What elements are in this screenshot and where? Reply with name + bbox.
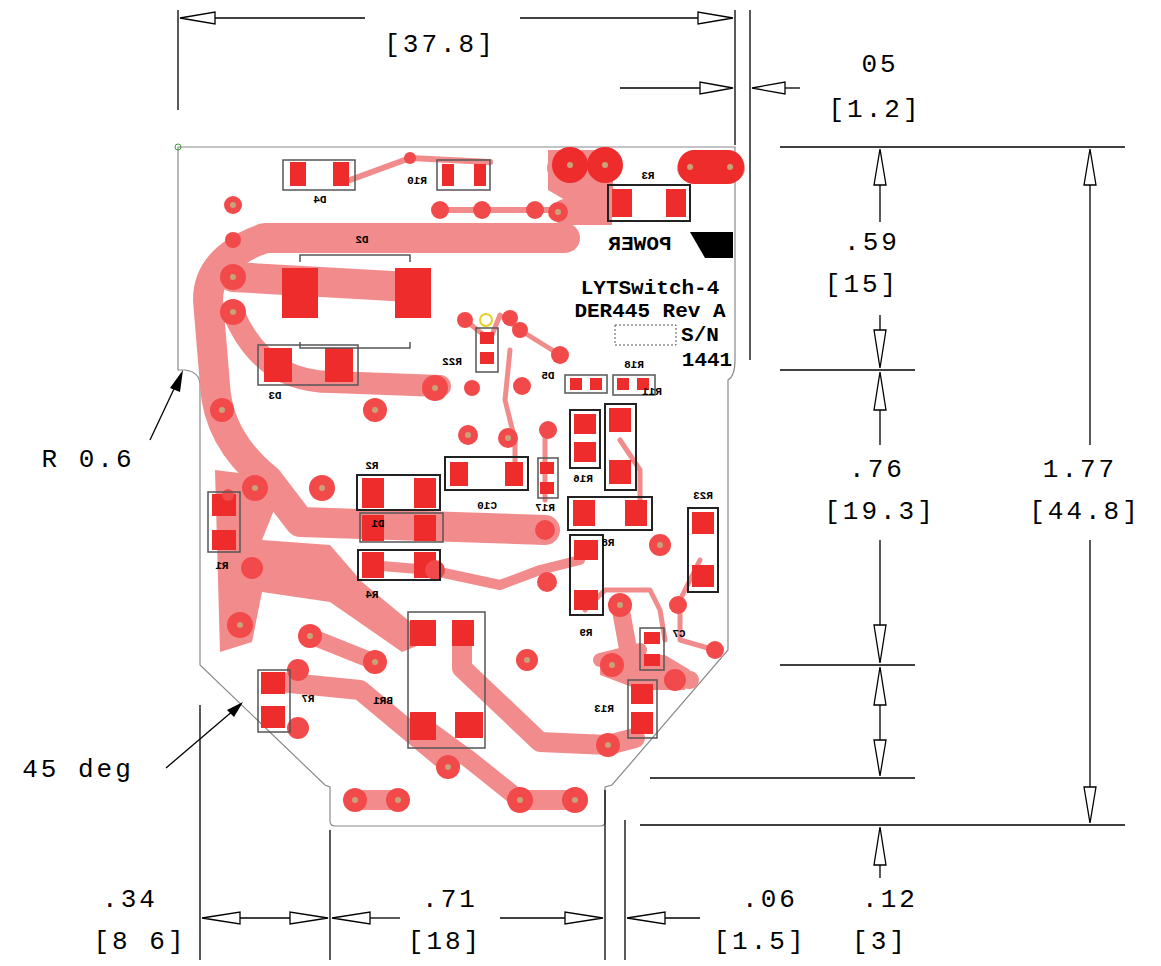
reference-designator: R1: [215, 561, 228, 572]
reference-designator: D3: [268, 391, 281, 402]
revision-text: DER445 Rev A: [574, 301, 725, 322]
reference-designator: R10: [407, 176, 427, 187]
dimension-text: [1.5]: [711, 928, 808, 956]
reference-designator: C10: [477, 501, 497, 512]
reference-designator: R16: [573, 474, 593, 485]
origin-mark: [175, 144, 181, 150]
component-outlines: [208, 160, 718, 748]
dimension-text: [15]: [823, 271, 901, 299]
board-outline: [178, 147, 735, 826]
dimension-text: [19.3]: [822, 498, 938, 526]
dimension-text: 1.77: [1041, 456, 1119, 484]
reference-designator: C7: [672, 629, 685, 640]
reference-designator: R11: [642, 387, 662, 398]
reference-designator: D1: [371, 519, 384, 530]
leader-arrowheads: [170, 370, 243, 717]
date-code: 1441: [682, 350, 732, 371]
logo-text: POWER: [608, 234, 671, 255]
dimension-lines: [150, 10, 1125, 960]
reference-designator: BR1: [373, 696, 393, 707]
copper-traces: [208, 158, 732, 800]
dimension-arrowheads: [180, 12, 1096, 924]
through-holes: [210, 152, 733, 813]
reference-designator: D5: [541, 371, 554, 382]
reference-designator: R22: [442, 357, 462, 368]
dimension-text: .12: [860, 886, 920, 914]
reference-designator: R8: [601, 538, 614, 549]
serial-label: S/N: [681, 325, 719, 346]
dimension-text: [8 6]: [91, 928, 188, 956]
angle-note: 45 deg: [20, 756, 136, 784]
copper-pour: [215, 470, 432, 652]
reference-designator: R18: [624, 360, 644, 371]
reference-designator: D2: [355, 235, 368, 246]
reference-designator: R17: [535, 503, 555, 514]
reference-designator: R3: [641, 171, 654, 182]
dimension-text: .71: [420, 886, 480, 914]
reference-designator: R7: [301, 694, 314, 705]
dimension-text: [18]: [406, 928, 484, 956]
dimension-text: .34: [100, 886, 160, 914]
smd-pads: [212, 147, 744, 740]
reference-designator: R9: [579, 628, 592, 639]
board-title: LYTSwitch-4: [581, 278, 720, 299]
logo-mark: [690, 232, 733, 258]
dimension-text: [44.8]: [1027, 498, 1143, 526]
dimension-text: 05: [859, 51, 900, 79]
dimension-text: .06: [740, 886, 800, 914]
dimension-text: .59: [842, 229, 902, 257]
reference-designator: R23: [693, 491, 713, 502]
reference-designator: R2: [365, 461, 378, 472]
dimension-text: [37.8]: [382, 31, 498, 59]
reference-designator: R4: [365, 590, 378, 601]
radius-note: R 0.6: [39, 446, 136, 474]
dimension-text: [1.2]: [826, 96, 923, 124]
dimension-text: [3]: [850, 928, 910, 956]
dimension-text: .76: [847, 456, 907, 484]
reference-designator: D4: [313, 195, 326, 206]
reference-designator: R13: [594, 704, 614, 715]
